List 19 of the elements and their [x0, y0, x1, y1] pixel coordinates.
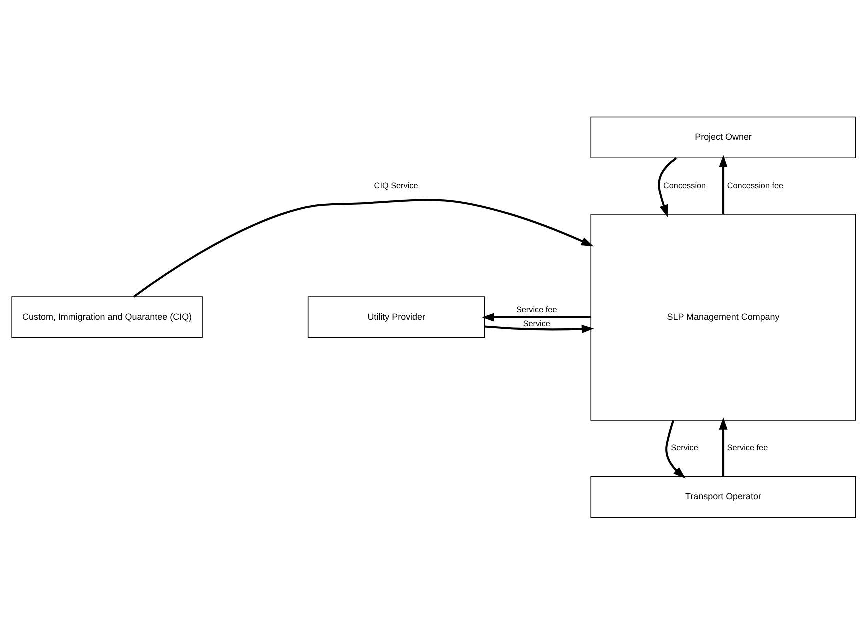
- edge-label: Service: [523, 319, 550, 328]
- edge-label: Service fee: [727, 444, 768, 453]
- node-box: Transport Operator: [590, 476, 856, 518]
- edge-label: Concession: [663, 181, 706, 190]
- arrow: [133, 199, 594, 298]
- arrow: [719, 155, 728, 214]
- arrow: [658, 158, 678, 218]
- node-box: Utility Provider: [308, 296, 486, 338]
- arrow: [719, 418, 728, 477]
- edge-label: Service fee: [516, 306, 558, 315]
- arrow: [666, 420, 686, 479]
- arrow: [482, 313, 592, 322]
- edge-label: CIQ Service: [374, 181, 418, 190]
- edge-label: Service: [671, 444, 698, 453]
- node-box: SLP Management Company: [590, 214, 856, 421]
- node-box: Custom, Immigration and Quarantee (CIQ): [12, 296, 203, 338]
- node-box: Project Owner: [590, 116, 856, 159]
- arrow: [484, 324, 594, 334]
- edge-label: Concession fee: [727, 181, 784, 190]
